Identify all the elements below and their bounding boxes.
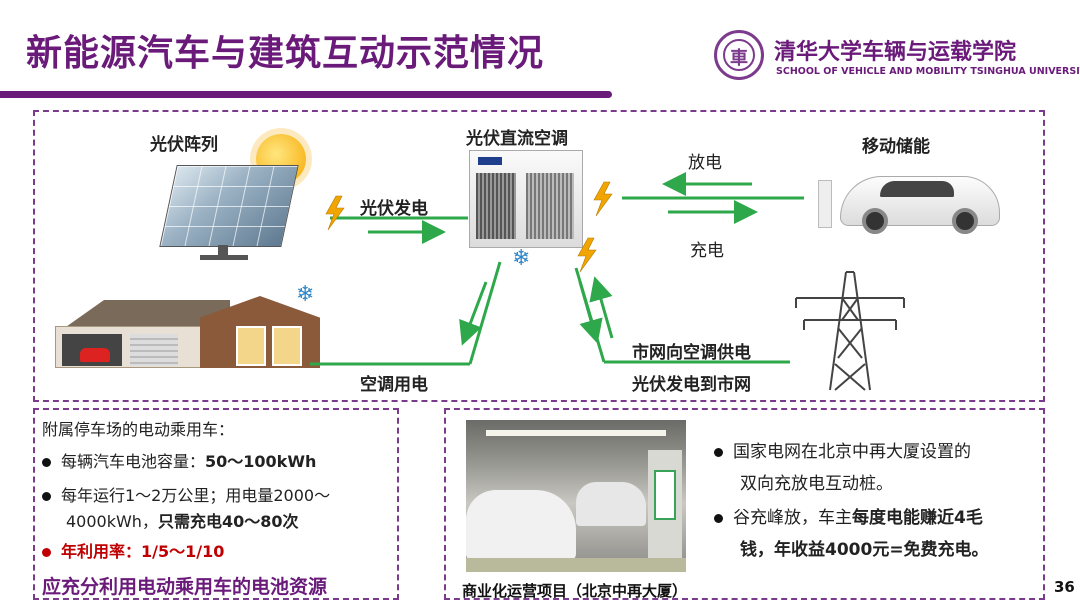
photo-caption: 商业化运营项目（北京中再大厦） (462, 580, 687, 601)
list-item-continuation: 钱，年收益4000元=免费充电。 (740, 540, 989, 560)
parking-garage-photo (466, 420, 686, 572)
page-number: 36 (1054, 578, 1075, 596)
pv-generation-label: 光伏发电 (360, 194, 428, 219)
bullet-icon (42, 458, 51, 467)
charge-label: 充电 (690, 236, 724, 261)
left-conclusion: 应充分利用电动乘用车的电池资源 (42, 572, 327, 599)
list-item: 每年运行1～2万公里；用电量2000～ (42, 486, 330, 505)
list-item: 谷充峰放，车主每度电能赚近4毛 (714, 508, 983, 528)
bullet-icon (42, 548, 51, 557)
ac-power-label: 空调用电 (360, 370, 428, 395)
bullet-icon (714, 514, 723, 523)
grid-to-ac-label: 市网向空调供电 (632, 338, 751, 363)
list-item: 每辆汽车电池容量：50～100kWh (42, 452, 316, 471)
list-item: 年利用率：1/5～1/10 (42, 542, 224, 561)
discharge-label: 放电 (688, 148, 722, 173)
bullet-icon (42, 492, 51, 501)
list-item-continuation: 双向充放电互动桩。 (740, 474, 893, 494)
pv-to-grid-label: 光伏发电到市网 (632, 370, 751, 395)
list-item-continuation: 4000kWh，只需充电40～80次 (66, 512, 299, 531)
bullet-icon (714, 448, 723, 457)
seal-char: 車 (717, 44, 761, 70)
left-heading: 附属停车场的电动乘用车： (42, 420, 234, 439)
list-item: 国家电网在北京中再大厦设置的 (714, 442, 971, 462)
